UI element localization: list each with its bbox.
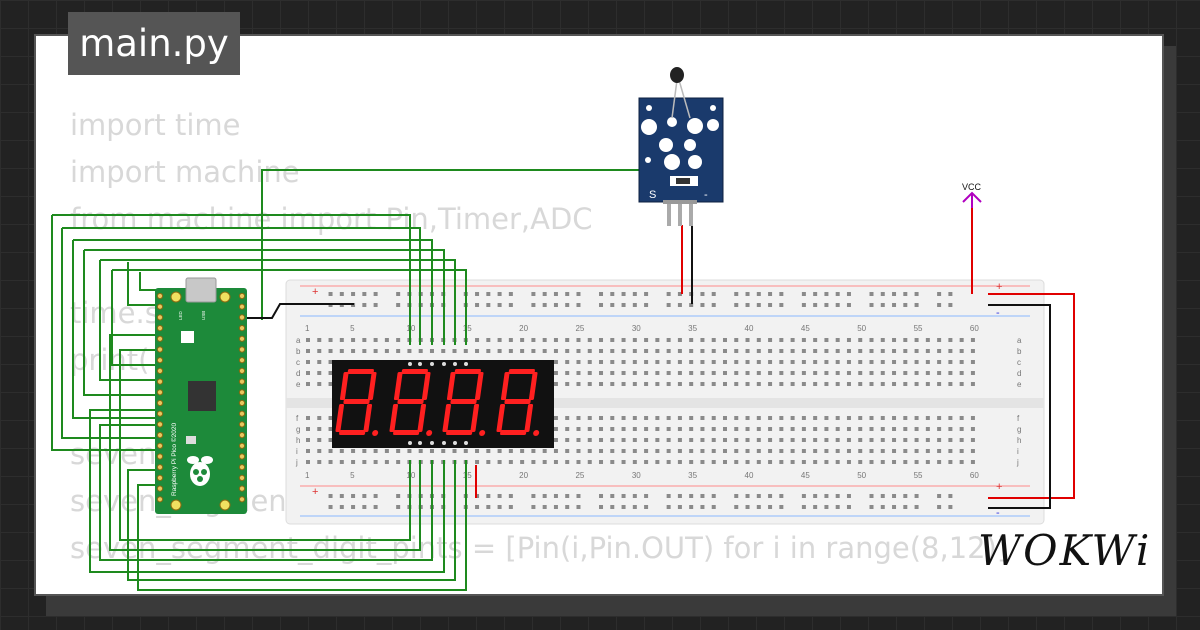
row-label: b	[296, 347, 301, 356]
rail-plus-label: +	[996, 481, 1002, 493]
vcc-terminal[interactable]: VCC	[962, 182, 982, 208]
row-label: f	[296, 414, 299, 423]
bootsel-button[interactable]	[181, 331, 194, 343]
row-label: h	[296, 436, 300, 445]
column-label: 35	[688, 324, 697, 333]
row-label: d	[1017, 369, 1021, 378]
rail-plus-label: +	[312, 486, 318, 498]
seven-segment-display[interactable]	[332, 360, 554, 448]
column-label: 30	[632, 324, 641, 333]
column-label: 55	[914, 471, 923, 480]
file-name-tab[interactable]: main.py	[68, 12, 240, 75]
pico-usb-label: USB	[201, 311, 206, 320]
code-line: from machine import Pin,Timer,ADC	[70, 202, 593, 236]
column-label: 50	[857, 324, 866, 333]
row-label: f	[1017, 414, 1020, 423]
row-label: c	[296, 358, 300, 367]
column-label: 40	[745, 471, 754, 480]
raspberry-logo-icon	[187, 456, 213, 486]
temperature-sensor-module[interactable]: S -	[638, 67, 724, 226]
green-wires[interactable]	[51, 169, 669, 591]
column-label: 40	[745, 324, 754, 333]
column-label: 60	[970, 324, 979, 333]
rail-plus-label: +	[996, 281, 1002, 293]
column-label: 20	[519, 471, 528, 480]
power-wires[interactable]	[246, 208, 1075, 509]
column-label: 45	[801, 471, 810, 480]
rail-plus-label: +	[312, 286, 318, 298]
code-line: import time	[70, 108, 241, 142]
column-label: 15	[463, 324, 472, 333]
column-label: 55	[914, 324, 923, 333]
column-label: 30	[632, 471, 641, 480]
column-label: 10	[406, 471, 415, 480]
row-label: i	[1017, 447, 1019, 456]
column-label: 25	[575, 471, 584, 480]
column-label: 35	[688, 471, 697, 480]
pico-led-label: LED	[178, 310, 183, 320]
code-line: import machine	[70, 155, 300, 189]
column-label: 50	[857, 471, 866, 480]
row-label: d	[296, 369, 300, 378]
usb-port-icon	[185, 277, 217, 303]
column-label: 1	[305, 324, 310, 333]
raspberry-pi-pico[interactable]: Raspberry Pi Pico ©2020 LED USB	[155, 277, 247, 514]
row-label: h	[1017, 436, 1021, 445]
column-label: 25	[575, 324, 584, 333]
row-label: b	[1017, 347, 1022, 356]
sensor-pin-minus: -	[704, 189, 708, 201]
row-label: a	[1017, 336, 1022, 345]
column-label: 5	[350, 324, 355, 333]
column-label: 10	[406, 324, 415, 333]
row-label: g	[1017, 425, 1021, 434]
column-label: 20	[519, 324, 528, 333]
row-label: a	[296, 336, 301, 345]
column-label: 45	[801, 324, 810, 333]
vcc-label: VCC	[962, 182, 982, 192]
row-label: c	[1017, 358, 1021, 367]
rail-minus-label: -	[996, 307, 1000, 319]
sensor-pin-s: S	[649, 189, 656, 201]
column-label: 5	[350, 471, 355, 480]
rp2040-chip	[188, 381, 216, 411]
row-label: e	[296, 380, 301, 389]
thermistor-icon	[670, 67, 684, 83]
column-label: 15	[463, 471, 472, 480]
column-label: 60	[970, 471, 979, 480]
row-label: j	[1016, 458, 1019, 467]
column-label: 1	[305, 471, 310, 480]
row-label: g	[296, 425, 300, 434]
row-label: j	[295, 458, 298, 467]
row-label: e	[1017, 380, 1022, 389]
row-label: i	[296, 447, 298, 456]
rail-minus-label: -	[996, 507, 1000, 519]
pico-board-text: Raspberry Pi Pico ©2020	[170, 423, 178, 496]
wokwi-logo: WOKWi	[978, 526, 1152, 575]
